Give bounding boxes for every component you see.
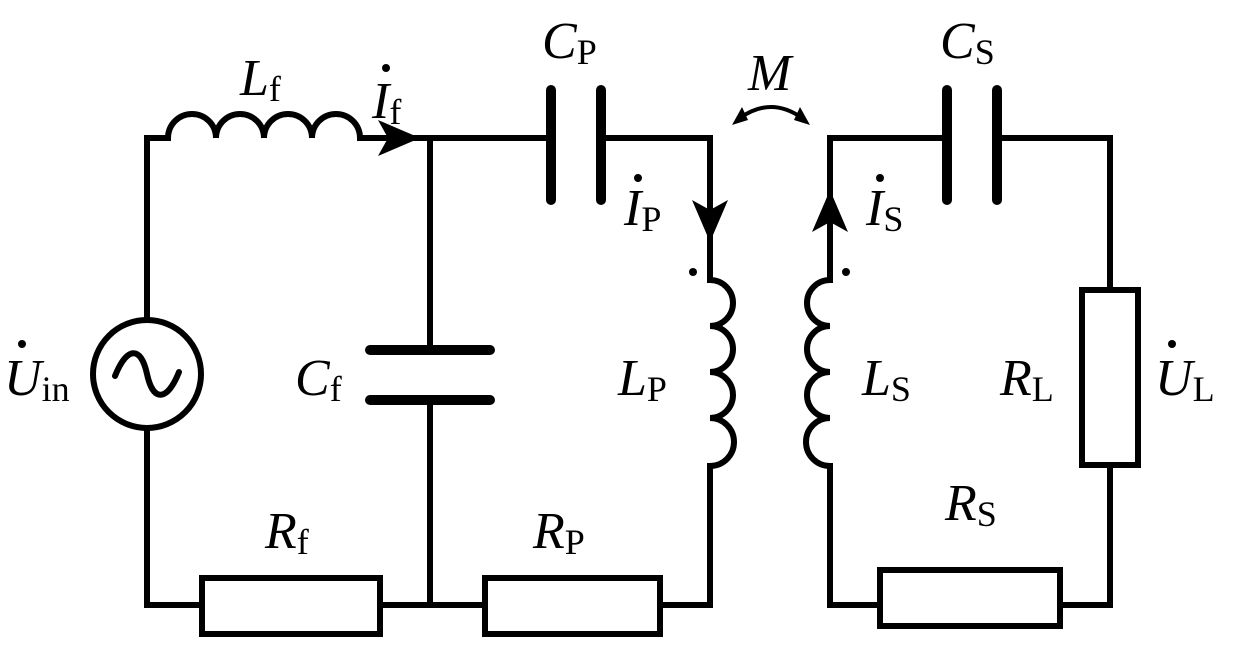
resistor-rs — [877, 567, 1063, 629]
label-uin: Uin — [4, 340, 70, 409]
svg-text:IP: IP — [623, 180, 661, 239]
label-ul: UL — [1155, 340, 1215, 409]
inductor-lp — [707, 277, 737, 469]
label-lf: Lf — [239, 50, 281, 109]
label-rf: Rf — [264, 503, 309, 562]
current-arrow-is — [812, 190, 848, 232]
svg-text:Uin: Uin — [4, 350, 70, 409]
resistor-rf — [199, 575, 383, 637]
capacitor-cf — [365, 345, 495, 405]
label-rs: RS — [944, 475, 997, 534]
capacitor-cs — [942, 85, 1002, 205]
label-ls: LS — [861, 350, 911, 409]
label-is: IS — [865, 174, 903, 239]
label-lp: LP — [617, 350, 667, 409]
resistor-rp — [482, 575, 663, 637]
label-rl: RL — [999, 350, 1054, 409]
wire-left-bottom — [144, 427, 203, 608]
svg-text:UL: UL — [1155, 350, 1215, 409]
dot-ls — [842, 268, 850, 276]
label-cs: CS — [940, 13, 995, 72]
wire-ls-bottom — [827, 463, 883, 608]
wire-lf-to-node — [357, 135, 713, 198]
svg-text:IS: IS — [865, 180, 903, 239]
dot-lp — [689, 268, 697, 276]
wire-rl-bottom — [1057, 462, 1113, 608]
current-arrow-if — [378, 120, 420, 156]
resistor-rl — [1079, 287, 1141, 468]
wire-left-top — [144, 135, 171, 321]
label-m: M — [747, 45, 794, 102]
current-arrow-ip — [692, 200, 728, 242]
label-cp: CP — [542, 13, 597, 72]
inductor-ls — [803, 277, 833, 469]
label-ip: IP — [623, 174, 661, 239]
wire-lp-bottom — [657, 463, 713, 608]
ac-source-uin — [90, 317, 204, 431]
label-rp: RP — [532, 503, 585, 562]
label-if: If — [371, 64, 401, 132]
mutual-inductance-arrow — [732, 105, 810, 125]
inductor-lf — [165, 111, 363, 141]
capacitor-cp — [546, 85, 606, 205]
svg-text:If: If — [371, 73, 401, 132]
label-cf: Cf — [295, 350, 342, 409]
